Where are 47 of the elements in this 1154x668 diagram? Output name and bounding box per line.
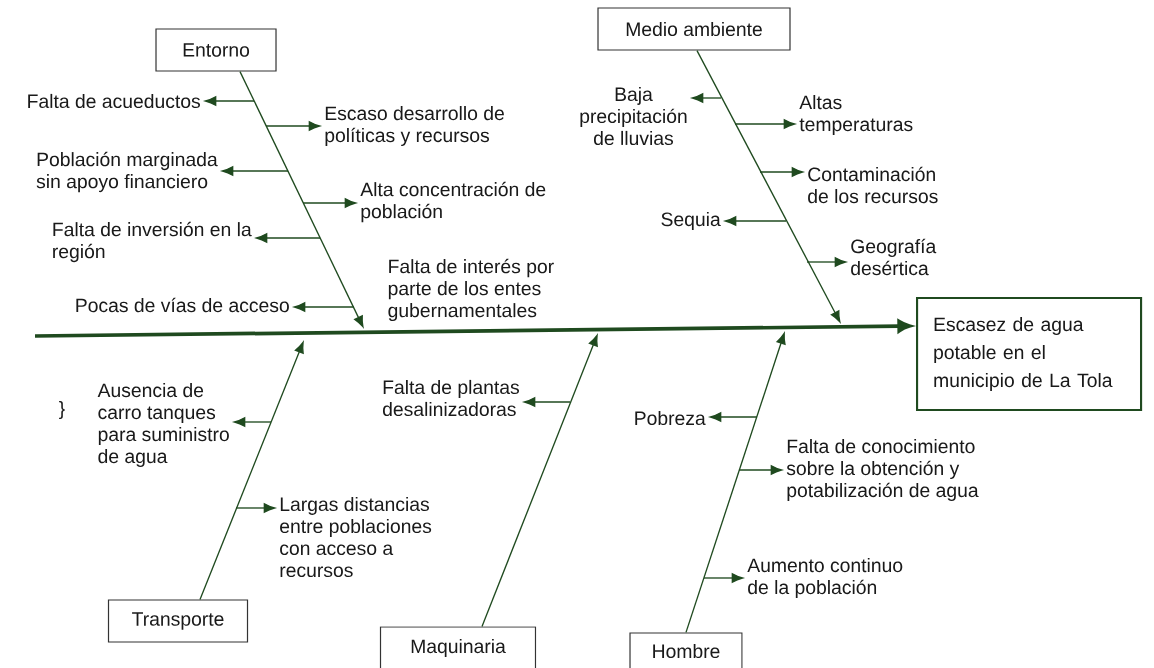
arrow (204, 96, 255, 106)
cause-text: Población marginada sin apoyo financiero (36, 151, 218, 193)
bone-arrow (481, 334, 598, 628)
cause-text: Pobreza (635, 410, 706, 426)
cause-text: Sequia (661, 212, 721, 230)
bone-arrow (239, 70, 364, 328)
category-box: Maquinaria (379, 626, 537, 668)
cause-text: Alta concentración de población (360, 181, 546, 223)
arrow (734, 119, 796, 129)
cause-text: Largas distancias entre poblaciones con acceso a recursos (280, 496, 432, 578)
cause-text: Altas temperaturas (799, 95, 913, 135)
arrow (806, 257, 847, 267)
brace-symbol: } (59, 401, 65, 419)
cause-text: Aumento continuo de la población (747, 558, 903, 598)
cause-text: Pocas de vías de acceso (76, 297, 289, 313)
cause-text: Escaso desarrollo de políticas y recursos (325, 106, 504, 146)
arrow (221, 166, 289, 176)
cause-text: Geografía desértica (851, 238, 937, 276)
arrow (691, 93, 722, 103)
cause-text: Falta de plantas desalinizadoras (383, 379, 519, 417)
arrow (738, 465, 783, 475)
arrow (235, 503, 276, 513)
arrow (233, 417, 272, 427)
arrow (709, 412, 758, 422)
arrow (265, 121, 321, 131)
arrow (293, 302, 355, 312)
cause-text: Contaminación de los recursos (808, 166, 938, 204)
category-box: Entorno (155, 28, 277, 72)
annotation-text: Falta de interés por parte de los entes gubernamentales (388, 258, 554, 322)
arrow (703, 573, 744, 583)
arrow (724, 216, 787, 226)
cause-text: Ausencia de carro tanques para suministro de agua (97, 383, 229, 467)
arrow (523, 397, 571, 407)
category-box: Transporte (107, 599, 249, 643)
arrow (255, 233, 321, 243)
bone-arrow (685, 332, 786, 634)
arrow (302, 198, 357, 208)
bone-arrow (199, 341, 304, 601)
cause-text: Falta de conocimiento sobre la obtención y potabilización de agua (786, 439, 979, 501)
cause-text: Falta de acueductos (28, 93, 200, 109)
effect-box: Escasez de agua potable en el municipio de La Tola (916, 296, 1143, 412)
category-box: Medio ambiente (597, 7, 791, 51)
category-box: Hombre (629, 632, 743, 668)
arrow (759, 167, 804, 177)
cause-text: Falta de inversión en la región (53, 221, 252, 263)
bone-arrow (696, 49, 841, 323)
cause-text: Baja precipitación de lluvias (580, 86, 687, 146)
